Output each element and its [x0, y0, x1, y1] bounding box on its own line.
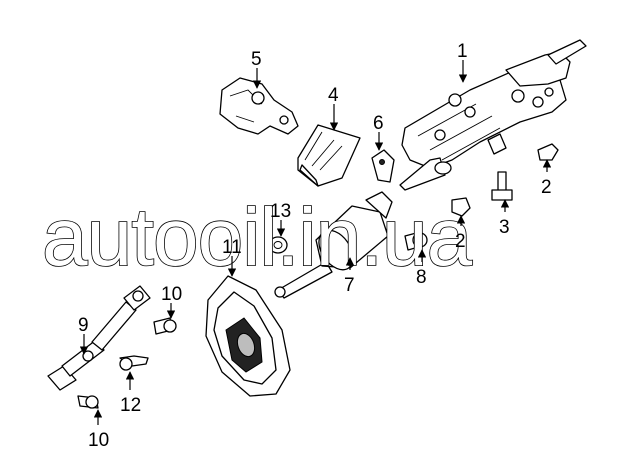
clip-part	[371, 149, 395, 183]
callout-2a: 2	[541, 177, 552, 198]
nut-2b-part	[451, 197, 471, 217]
callout-2b: 2	[455, 231, 466, 252]
callout-11: 11	[222, 237, 242, 258]
callout-10b: 10	[88, 430, 109, 451]
bolt-10b-part	[77, 395, 99, 409]
callout-6: 6	[373, 113, 384, 134]
callout-3: 3	[499, 217, 510, 238]
callout-12: 12	[120, 395, 141, 416]
intermediate-shaft-part	[274, 191, 393, 299]
callout-4: 4	[328, 85, 339, 106]
leader-arrows	[79, 60, 552, 425]
callout-8: 8	[416, 267, 427, 288]
bracket-part	[297, 124, 361, 187]
callout-labels: 1 2 2 3 4 5 6 7 8 9 10 10 11 12 13	[78, 41, 552, 451]
steering-column-assembly	[399, 39, 587, 191]
callout-5: 5	[251, 49, 262, 70]
callout-10a: 10	[161, 284, 182, 305]
callout-1: 1	[457, 41, 468, 62]
callout-9: 9	[78, 315, 89, 336]
bolt-12-part	[119, 355, 149, 371]
callout-7: 7	[344, 275, 355, 296]
nut-2a-part	[537, 143, 559, 161]
bolt-10a-part	[153, 317, 177, 335]
switch-housing-part	[219, 77, 299, 135]
watermark-text: autooil.in.ua	[42, 192, 473, 283]
bolt-8-part	[404, 231, 428, 251]
bolt-3-part	[491, 171, 513, 201]
nut-13-part	[268, 236, 288, 254]
callout-13: 13	[270, 201, 291, 222]
boot-cover-part	[205, 275, 291, 397]
universal-joint-shaft-part	[47, 285, 151, 391]
